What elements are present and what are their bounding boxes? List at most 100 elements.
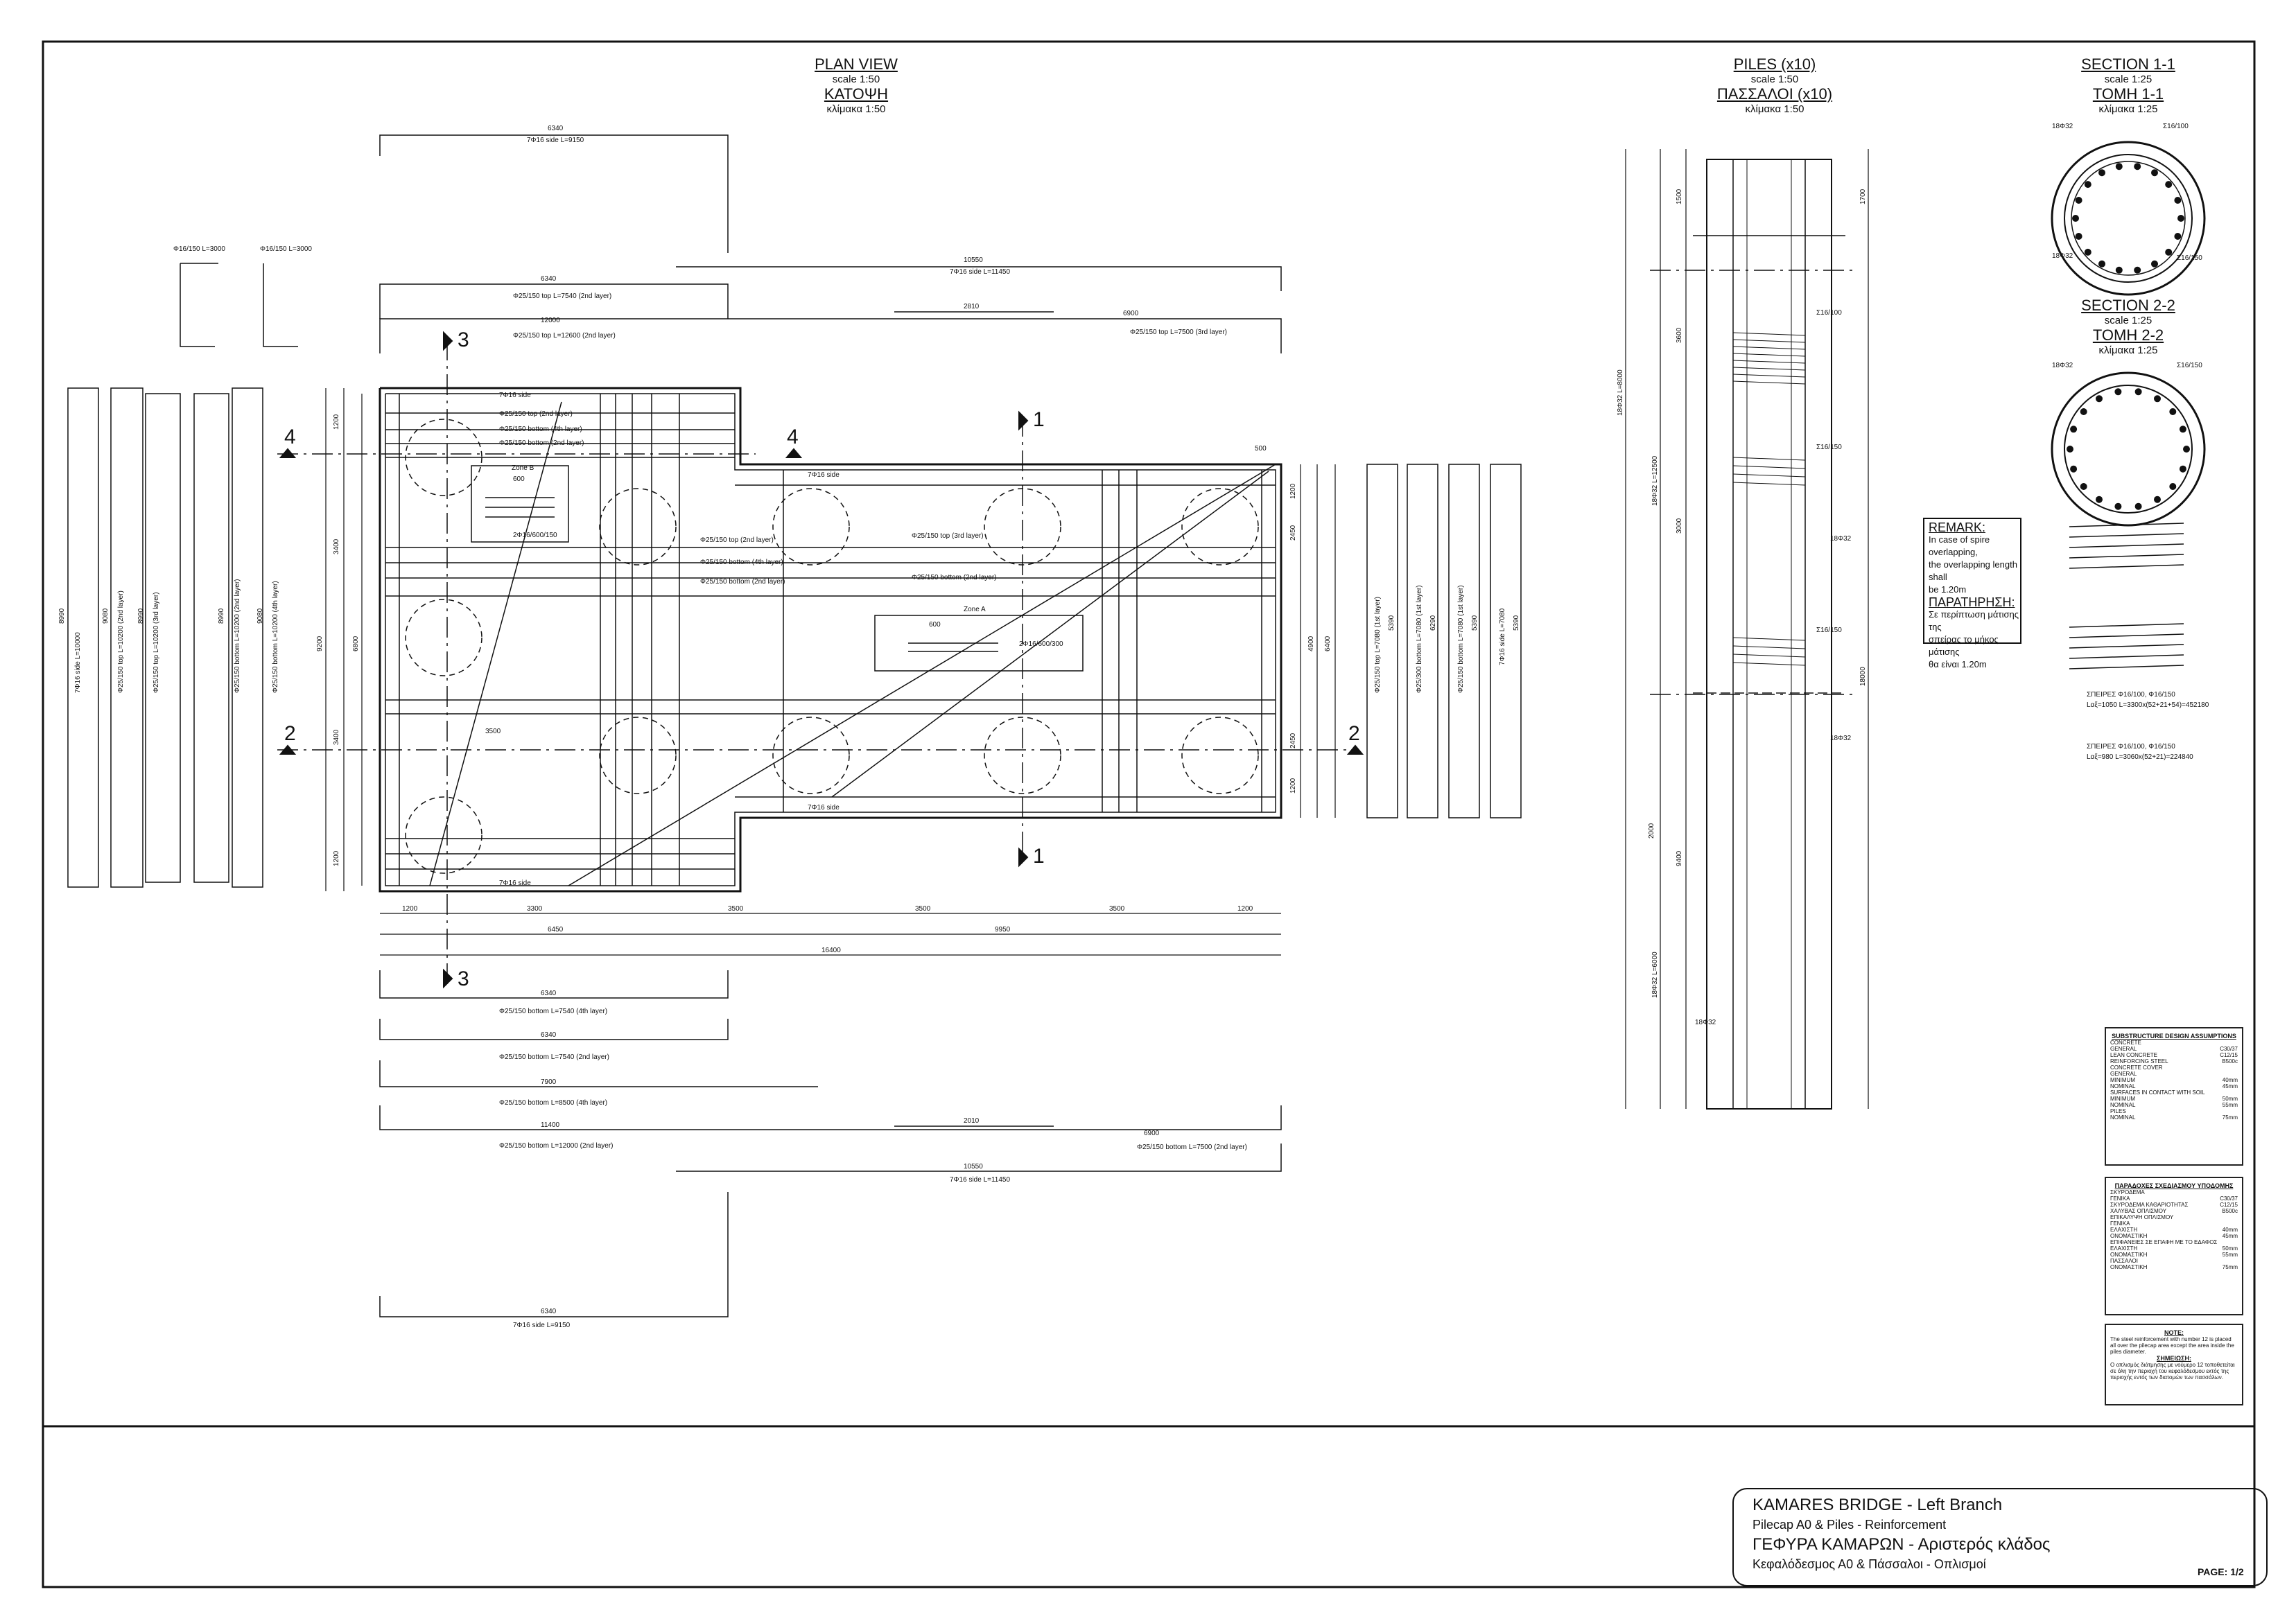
design-en-row: CONCRETE [2110, 1040, 2238, 1046]
stirrup-11-label: Φ16/150 L=3000 [173, 245, 225, 253]
sec11-title-en: SECTION 1-1 [2081, 55, 2175, 73]
dim-left-total: 9200 [316, 636, 324, 651]
rebar-dot [2151, 260, 2158, 268]
inner-label-8-top: 7Φ16 side [808, 471, 840, 479]
dim-bottom-1-2: 3500 [728, 905, 744, 913]
rebar-dot [2134, 266, 2141, 274]
design-gr-row: ΕΠΙΚΑΛΥΨΗ ΟΠΛΙΣΜΟΥ [2110, 1214, 2238, 1220]
design-gr-row-label: ΣΚΥΡΟΔΕΜΑ [2110, 1189, 2145, 1195]
remark-box [1923, 518, 2021, 644]
dim-bottom-1-5: 1200 [1237, 905, 1253, 913]
rebar-dot [2096, 395, 2103, 403]
dim-bottom-1-1: 3300 [527, 905, 543, 913]
bar-label-6-top: Φ25/150 top L=12600 (2nd layer) [513, 332, 616, 340]
inner-label-24: Φ25/150 top (2nd layer) [499, 410, 573, 418]
pile-dim-1700: 1700 [1859, 189, 1867, 204]
pile-bar-17-label: 18Φ32 L=8000 [1617, 369, 1624, 416]
design-en-row-label: NOMINAL [2110, 1083, 2136, 1089]
plan-scale-en: scale 1:50 [832, 73, 880, 85]
inner-label-5: Φ25/150 bottom (2nd layer) [912, 574, 997, 581]
piles-scale-en: scale 1:50 [1750, 73, 1799, 85]
design-gr-row-label: ΕΛΑΧΙΣΤΗ [2110, 1227, 2138, 1233]
sec22-scale-gr: κλίμακα 1:25 [2098, 344, 2158, 356]
bottom-bar-shapes [379, 970, 1282, 1317]
design-gr-row-label: ΓΕΝΙΚΑ [2110, 1195, 2130, 1202]
design-en-row-label: NOMINAL [2110, 1114, 2136, 1121]
rebar-dot [2115, 266, 2123, 274]
design-en-row-label: NOMINAL [2110, 1102, 2136, 1108]
design-gr-row-label: ΓΕΝΙΚΑ [2110, 1220, 2130, 1227]
bar-dim-21-bottom: 7900 [541, 1078, 557, 1086]
bar-label-5-bottom: Φ25/150 bottom L=7500 (2nd layer) [1137, 1144, 1247, 1151]
zone-a-dim-top: 2810 [964, 303, 980, 310]
rebar-dot [2114, 388, 2122, 396]
left-bar-23-dim: 9080 [256, 608, 264, 624]
section-2-2-drawing [2051, 371, 2206, 527]
pile-dim-9400: 9400 [1676, 850, 1683, 866]
design-en-row-label: GENERAL [2110, 1071, 2137, 1077]
design-gr-row-label: ΕΠΙΦΑΝΕΙΕΣ ΣΕ ΕΠΑΦΗ ΜΕ ΤΟ ΕΔΑΦΟΣ [2110, 1239, 2218, 1245]
remark-heading-en: REMARK: [1929, 520, 1986, 534]
remark-en-3: be 1.20m [1929, 584, 1967, 595]
rebar-dot [2134, 388, 2142, 396]
dim-right-3: 1200 [1289, 778, 1297, 794]
design-note-box: NOTE: The steel reinforcement with numbe… [2105, 1324, 2243, 1405]
design-en-row-label: SURFACES IN CONTACT WITH SOIL [2110, 1089, 2205, 1096]
rebar-dot [2154, 395, 2161, 403]
design-en-row-label: CONCRETE COVER [2110, 1064, 2163, 1071]
section-mark-4-left: 4 [284, 426, 296, 448]
zone-a-box [874, 615, 1084, 672]
design-gr-row-label: ΧΑΛΥΒΑΣ ΟΠΛΙΣΜΟΥ [2110, 1208, 2167, 1214]
rebar-dot [2174, 197, 2182, 204]
zone-b-dim: 600 [513, 475, 525, 483]
bar-dim-5-bottom: 6900 [1144, 1130, 1160, 1137]
design-gr-row: ΠΑΣΣΑΛΟΙ [2110, 1258, 2238, 1264]
dim-left-1: 3400 [333, 538, 340, 554]
sec11-label-18-bottom: Σ16/150 [2177, 254, 2202, 262]
left-bar-23: Φ25/150 bottom L=10200 (4th layer) [272, 581, 279, 693]
rebar-dot [2134, 502, 2142, 510]
design-assumptions-en: SUBSTRUCTURE DESIGN ASSUMPTIONS CONCRETE… [2105, 1027, 2243, 1166]
right-bar-1: Φ25/150 bottom L=7080 (1st layer) [1457, 585, 1465, 693]
section-2-2-title: SECTION 2-2 scale 1:25 ΤΟΜΗ 2-2 κλίμακα … [2073, 297, 2184, 356]
dim-left-2: 3400 [333, 729, 340, 745]
title-line-2: Pilecap A0 & Piles - Reinforcement [1753, 1518, 1947, 1532]
sheet-border [42, 40, 2256, 1588]
spiral-18-line1: ΣΠΕΙΡΕΣ Φ16/100, Φ16/150 [2087, 691, 2175, 699]
design-gr-row: ΓΕΝΙΚΑ [2110, 1220, 2238, 1227]
pile-dim-2000: 2000 [1648, 823, 1655, 839]
rebar-dot [2183, 446, 2190, 453]
sec22-scale-en: scale 1:25 [2104, 315, 2152, 326]
inner-label-23: Φ25/150 bottom (4th layer) [499, 426, 582, 433]
zone-a-label: Zone A [964, 606, 986, 613]
remark-gr-2: σπείρας το μήκος μάτισης [1929, 634, 1999, 657]
dim-bottom-1-3: 3500 [915, 905, 931, 913]
design-en-row-label: MINIMUM [2110, 1096, 2135, 1102]
rebar-dot [2179, 426, 2186, 433]
bar-dim-22-bottom: 6340 [541, 1031, 557, 1039]
section-mark-1-top: 1 [1033, 408, 1045, 431]
rebar-dot [2096, 496, 2103, 503]
bar-label-24-top: Φ25/150 top L=7540 (2nd layer) [513, 292, 611, 300]
zone-b-bar-label: 2Φ16/600/150 [513, 532, 557, 539]
overlap-hatch [2069, 523, 2184, 669]
zone-a-bars [908, 642, 998, 652]
bar-label-4-bottom: Φ25/150 bottom L=12000 (2nd layer) [499, 1142, 613, 1150]
title-block: KAMARES BRIDGE - Left Branch Pilecap A0 … [1753, 1496, 2051, 1572]
note-gr: Ο οπλισμός διάτμησης με νούμερο 12 τοποθ… [2110, 1362, 2235, 1381]
dim-bottom-1-4: 3500 [1109, 905, 1125, 913]
pile-elevation [1650, 159, 1858, 1110]
pile-dim-3600: 3600 [1676, 327, 1683, 343]
right-bar-2: Φ25/150 top L=7080 (1st layer) [1374, 597, 1382, 693]
pile-label-18-a: Σ16/100 [1816, 309, 1842, 317]
plan-title-gr: ΚΑΤΟΨΗ [824, 85, 889, 103]
section-1-1-bars [2072, 163, 2184, 274]
pile-spiral-hatch [1732, 332, 1806, 666]
